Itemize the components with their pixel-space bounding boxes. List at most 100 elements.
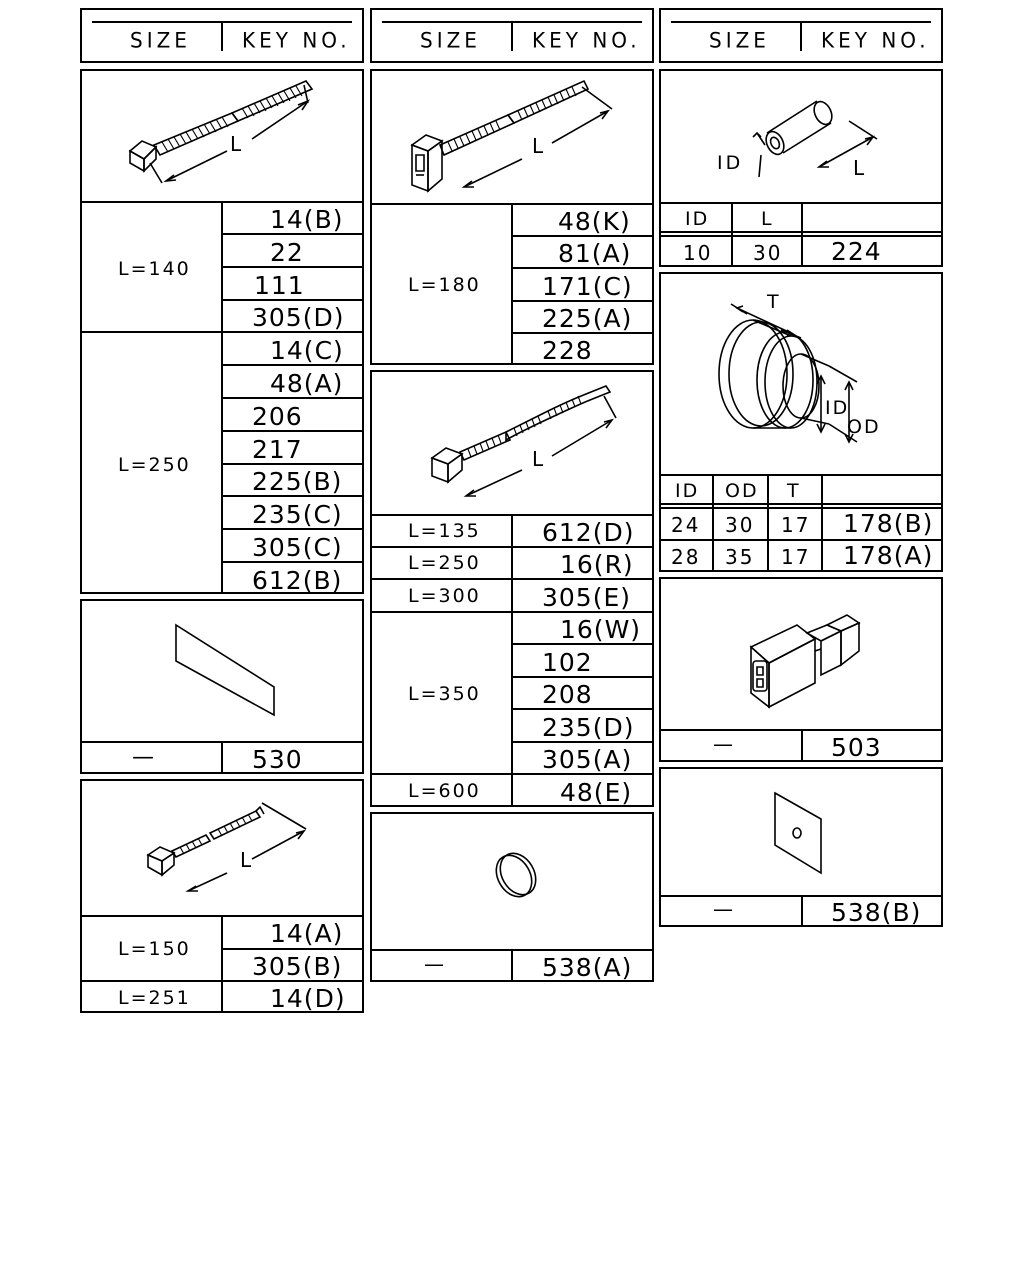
key-228: 228 <box>542 336 593 365</box>
key-208: 208 <box>542 680 593 709</box>
pad-drawing <box>661 769 941 895</box>
key-538b: 538(B) <box>831 898 922 927</box>
header-size-1: SIZE <box>130 27 191 53</box>
cable-tie-4-panel: L L=135 L=250 L=300 L=350 L=600 612(D) 1… <box>370 370 654 807</box>
connector-panel: — 503 <box>659 577 943 762</box>
size-l300: L=300 <box>408 585 481 607</box>
size-l250: L=250 <box>118 454 191 476</box>
tube-l-30: 30 <box>753 241 783 265</box>
grommet-header-id: ID <box>675 480 700 502</box>
plate-panel: — 530 <box>80 599 364 774</box>
grommet-drawing: T ID OD <box>661 291 881 474</box>
key-612b: 612(B) <box>252 566 343 595</box>
key-171c: 171(C) <box>542 272 633 301</box>
grommet-header-t: T <box>787 480 801 502</box>
grommet-panel: T ID OD ID OD T 24 30 17 178(B) 28 35 17… <box>659 272 943 572</box>
key-81a: 81(A) <box>558 239 632 268</box>
tube-header-l: L <box>761 208 774 230</box>
grommet-t-17a: 17 <box>781 513 811 537</box>
key-235d: 235(D) <box>542 713 635 742</box>
key-224: 224 <box>831 237 882 266</box>
disc-size-dash: — <box>424 952 446 976</box>
key-235c: 235(C) <box>252 500 343 529</box>
key-225a: 225(A) <box>542 304 633 333</box>
size-l135: L=135 <box>408 520 481 542</box>
header-box-3: SIZE KEY NO. <box>659 8 943 63</box>
grommet-id-28: 28 <box>671 545 701 569</box>
cable-tie-4-dim-l: L <box>532 447 544 471</box>
key-225b: 225(B) <box>252 467 343 496</box>
key-305b: 305(B) <box>252 952 343 981</box>
cable-tie-4-drawing: L <box>372 372 652 514</box>
disc-drawing <box>372 814 652 950</box>
key-22: 22 <box>270 238 304 267</box>
key-48a: 48(A) <box>270 369 344 398</box>
key-503: 503 <box>831 733 882 762</box>
cable-tie-1-dim-l: L <box>230 132 242 156</box>
tube-id-10: 10 <box>683 241 713 265</box>
grommet-dim-id: ID <box>825 397 849 419</box>
connector-drawing <box>661 579 941 729</box>
cable-tie-3-drawing: L <box>372 71 652 203</box>
tube-panel: ID L ID L 10 30 224 <box>659 69 943 267</box>
header-key-3: KEY NO. <box>821 27 930 53</box>
key-111: 111 <box>254 271 305 300</box>
key-206: 206 <box>252 402 303 431</box>
tube-header-id: ID <box>685 208 710 230</box>
grommet-id-24: 24 <box>671 513 701 537</box>
size-l600: L=600 <box>408 780 481 802</box>
header-box-2: SIZE KEY NO. <box>370 8 654 63</box>
key-14a: 14(A) <box>270 919 344 948</box>
header-size-3: SIZE <box>709 27 770 53</box>
grommet-dim-od: OD <box>847 416 881 438</box>
key-14b: 14(B) <box>270 205 344 234</box>
key-305a: 305(A) <box>542 745 633 774</box>
key-612d: 612(D) <box>542 518 635 547</box>
tube-drawing: ID L <box>717 71 941 180</box>
connector-size-dash: — <box>713 732 735 756</box>
key-14c: 14(C) <box>270 336 344 365</box>
tube-dim-l: L <box>853 156 865 180</box>
key-16w: 16(W) <box>560 615 642 644</box>
key-48e: 48(E) <box>560 778 633 807</box>
cable-tie-2-panel: L L=150 L=251 14(A) 305(B) 14(D) <box>80 779 364 1013</box>
grommet-t-17b: 17 <box>781 545 811 569</box>
key-178a: 178(A) <box>843 541 934 570</box>
header-size-2: SIZE <box>420 27 481 53</box>
key-305e: 305(E) <box>542 583 632 612</box>
cable-tie-2-dim-l: L <box>240 848 252 872</box>
key-48k: 48(K) <box>558 207 631 236</box>
size-l180: L=180 <box>408 274 481 296</box>
key-14d: 14(D) <box>270 984 346 1013</box>
key-538a: 538(A) <box>542 953 633 982</box>
disc-panel: — 538(A) <box>370 812 654 982</box>
key-305d: 305(D) <box>252 303 345 332</box>
pad-size-dash: — <box>713 897 735 921</box>
size-l250b: L=250 <box>408 552 481 574</box>
key-305c: 305(C) <box>252 533 343 562</box>
size-l150: L=150 <box>118 938 191 960</box>
plate-drawing <box>82 601 362 741</box>
tube-dim-id: ID <box>717 152 743 174</box>
header-box-1: SIZE KEY NO. <box>80 8 364 63</box>
cable-tie-2-drawing: L <box>82 781 362 915</box>
key-178b: 178(B) <box>843 509 934 538</box>
cable-tie-1-panel: L L=140 L=250 14(B) 22 111 305(D) 14(C) … <box>80 69 364 594</box>
cable-tie-3-panel: L L=180 48(K) 81(A) 171(C) 225(A) 228 <box>370 69 654 365</box>
key-530: 530 <box>252 745 303 774</box>
plate-size-dash: — <box>132 745 156 770</box>
key-102: 102 <box>542 648 593 677</box>
cable-tie-3-dim-l: L <box>532 134 544 158</box>
grommet-od-30: 30 <box>725 513 755 537</box>
size-l350: L=350 <box>408 683 481 705</box>
header-key-1: KEY NO. <box>242 27 351 53</box>
size-l251: L=251 <box>118 987 191 1009</box>
header-key-2: KEY NO. <box>532 27 641 53</box>
pad-panel: — 538(B) <box>659 767 943 927</box>
grommet-dim-t: T <box>766 291 779 313</box>
key-217: 217 <box>252 435 303 464</box>
cable-tie-1-drawing: L <box>82 71 362 203</box>
key-16r: 16(R) <box>560 550 634 579</box>
size-l140: L=140 <box>118 258 191 280</box>
grommet-od-35: 35 <box>725 545 755 569</box>
